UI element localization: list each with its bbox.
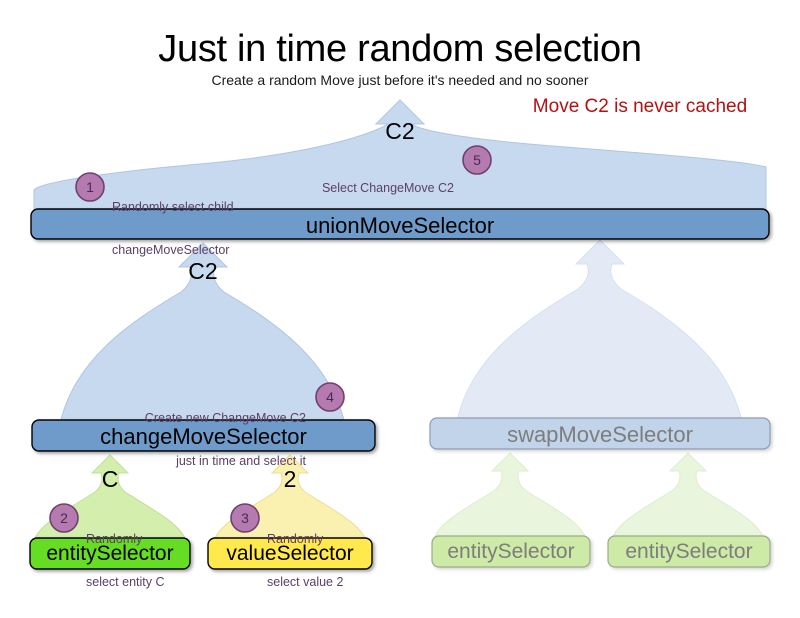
arrow-entity-swap-left (433, 452, 587, 539)
step-badge-4-number: 4 (326, 389, 334, 405)
warning-note: Move C2 is never cached (532, 96, 748, 117)
step-1-note-line1: Randomly select child (112, 199, 234, 214)
flow-label-union-output: C2 (385, 118, 415, 144)
step-4-note: Create new ChangeMove C2 just in time an… (90, 382, 306, 497)
arrow-shapes-layer (29, 99, 771, 570)
node-entity-selector-change[interactable] (29, 537, 191, 570)
node-change-move-selector[interactable] (31, 419, 376, 452)
node-entity-selector-change-label: entitySelector (46, 542, 174, 565)
node-entity-selector-swap-left-label: entitySelector (447, 540, 575, 563)
node-swap-move-selector[interactable] (429, 417, 771, 450)
step-4-note-line2: just in time and select it (176, 453, 306, 468)
node-union-move-selector-label: unionMoveSelector (305, 213, 495, 238)
step-badge-4 (315, 382, 345, 412)
diagram-canvas: Just in time random selection Create a r… (29, 28, 771, 589)
step-3-note-line2: select value 2 (267, 574, 344, 589)
node-swap-move-selector-label: swapMoveSelector (507, 422, 693, 447)
step-badge-5 (462, 145, 492, 175)
step-3-note: Randomly select value 2 (267, 503, 387, 618)
page-title: Just in time random selection (158, 28, 642, 70)
step-2-note-line2: select entity C (86, 574, 165, 589)
node-value-selector-change[interactable] (207, 537, 373, 570)
page-subtitle: Create a random Move just before it's ne… (211, 72, 589, 88)
node-change-move-selector-label: changeMoveSelector (100, 424, 307, 449)
node-value-selector-change-label: valueSelector (226, 542, 354, 565)
step-5-note-line1: Select ChangeMove C2 (321, 180, 454, 195)
node-entity-selector-swap-right[interactable] (607, 535, 771, 568)
node-union-move-selector[interactable] (30, 208, 770, 240)
step-5-note: Select ChangeMove C2 (258, 152, 454, 224)
step-1-note-line2: changeMoveSelector (112, 242, 230, 257)
step-badge-1-number: 1 (86, 179, 94, 195)
step-1-note: Randomly select child changeMoveSelector (112, 171, 342, 286)
step-badge-2-number: 2 (60, 510, 68, 526)
step-badge-3 (230, 503, 260, 533)
step-3-note-line1: Randomly (267, 531, 324, 546)
node-entity-selector-swap-left[interactable] (431, 535, 591, 568)
step-badge-5-number: 5 (473, 152, 481, 168)
step-2-note-line1: Randomly (86, 531, 143, 546)
flow-label-entity-output: C (101, 466, 119, 492)
step-badge-2 (49, 503, 79, 533)
flow-label-value-output: 2 (283, 466, 297, 492)
step-badge-1 (75, 172, 105, 202)
arrow-swap-to-union (456, 239, 743, 422)
flow-label-change-output: C2 (188, 258, 218, 284)
arrow-entity-swap-right (611, 452, 765, 539)
node-entity-selector-swap-right-label: entitySelector (625, 540, 753, 563)
step-badge-3-number: 3 (241, 510, 249, 526)
step-2-note: Randomly select entity C (86, 503, 206, 618)
step-4-note-line1: Create new ChangeMove C2 (144, 410, 306, 425)
